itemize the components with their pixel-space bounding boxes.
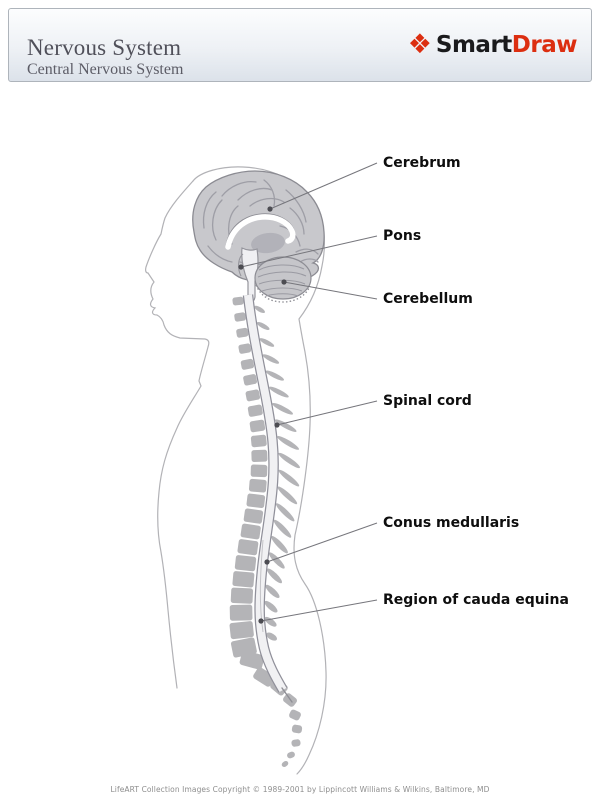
- spinous-process: [262, 354, 280, 364]
- spinous-process: [274, 419, 297, 432]
- sacral-segment: [289, 709, 301, 721]
- spinous-process: [259, 338, 275, 347]
- spinous-process: [277, 435, 300, 450]
- logo-text-draw: Draw: [511, 32, 578, 58]
- leader-dot-cauda-equina: [258, 618, 264, 624]
- spinous-process: [256, 322, 270, 330]
- cerebellum-shape: [254, 256, 312, 303]
- spinous-processes: [254, 305, 300, 641]
- brain: [192, 170, 325, 303]
- spinous-process: [277, 486, 298, 505]
- vertebra-body: [238, 343, 252, 354]
- leader-line-cerebrum: [269, 162, 378, 210]
- spinous-process: [265, 370, 284, 381]
- vertebra-body: [240, 358, 255, 370]
- vertebra-body: [236, 327, 249, 338]
- vertebra-body: [243, 374, 258, 386]
- sacral-segment: [281, 761, 289, 767]
- spinous-process: [254, 305, 265, 314]
- vertebra-body: [248, 478, 267, 493]
- vertebra-body: [237, 539, 259, 556]
- vertebra-body: [246, 493, 266, 509]
- smartdraw-logo: ❖ SmartDraw: [407, 9, 578, 81]
- spinous-process: [275, 503, 295, 522]
- smartdraw-wordmark: SmartDraw: [435, 32, 578, 58]
- header-bar: Nervous System Central Nervous System ❖ …: [8, 8, 592, 82]
- vertebra-body: [249, 419, 266, 433]
- page-subtitle: Central Nervous System: [27, 61, 184, 78]
- spinous-process: [264, 600, 278, 613]
- leader-line-spinal-cord: [276, 400, 378, 426]
- leader-line-pons: [240, 235, 378, 268]
- leader-dot-spinal-cord: [274, 422, 280, 428]
- brainstem-shape: [241, 247, 259, 303]
- vertebral-bodies: [229, 296, 268, 658]
- spinal-cord-core: [244, 294, 287, 693]
- vertebra-body: [245, 389, 261, 402]
- thalamus-shape: [251, 232, 285, 254]
- sacral-segment: [239, 650, 265, 670]
- vertebra-body: [250, 464, 268, 478]
- pons-bulge: [238, 253, 244, 277]
- sacral-segment: [287, 751, 295, 759]
- sacral-segment: [291, 739, 301, 747]
- leader-dot-cerebrum: [267, 206, 273, 212]
- spinous-process: [272, 402, 294, 415]
- vertebra-body: [234, 555, 257, 572]
- vertebra-body: [243, 508, 264, 524]
- vertebra-body: [232, 571, 255, 588]
- vertebra-body: [230, 587, 254, 604]
- logo-text-smart: Smart: [435, 32, 512, 58]
- sacral-segment: [253, 667, 275, 687]
- leader-dot-pons: [238, 264, 244, 270]
- cauda-equina-fibers: [259, 539, 264, 633]
- spinous-process: [265, 584, 280, 599]
- leader-dot-cerebellum: [281, 279, 287, 285]
- smartdraw-diamond-icon: ❖: [407, 28, 432, 60]
- vertebra-body: [251, 449, 268, 463]
- spinous-process: [269, 386, 289, 398]
- vertebra-body: [250, 434, 267, 448]
- page-title: Nervous System: [27, 35, 182, 60]
- spinous-process: [271, 536, 288, 554]
- vertebra-body: [240, 523, 261, 540]
- spinous-process: [278, 469, 300, 487]
- spinous-process: [268, 552, 285, 569]
- leader-line-conus-medullaris: [266, 522, 378, 563]
- spine: [229, 294, 303, 767]
- corpus-callosum-band: [225, 214, 296, 250]
- spinous-process: [266, 568, 283, 584]
- face-front-outline: [145, 180, 210, 689]
- footer-copyright: LifeART Collection Images Copyright © 19…: [110, 785, 490, 794]
- vertebra-body: [247, 404, 263, 417]
- vertebra-body: [234, 312, 246, 322]
- spinous-process: [273, 519, 292, 538]
- gyri-lines: [202, 179, 319, 266]
- leader-dot-conus-medullaris: [264, 559, 270, 565]
- leader-lines-layer: [238, 162, 378, 624]
- filum-terminale: [281, 687, 293, 703]
- cerebrum-shape: [192, 170, 325, 284]
- leader-line-cerebellum: [283, 281, 378, 300]
- leader-line-cauda-equina: [260, 599, 378, 622]
- spinous-process: [278, 452, 300, 469]
- spinous-process: [266, 632, 277, 641]
- sacral-segment: [291, 724, 303, 734]
- vertebra-body: [229, 604, 253, 621]
- vertebra-body: [229, 621, 254, 640]
- vertebra-body: [232, 296, 244, 306]
